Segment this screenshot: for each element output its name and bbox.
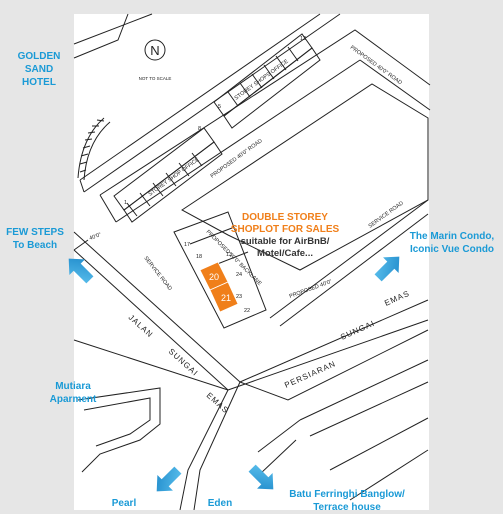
arrow-upleft-icon: [68, 258, 94, 284]
lot-23: 23: [236, 294, 242, 300]
lot-17: 17: [184, 242, 190, 248]
plot-21-label: 21: [221, 293, 231, 303]
marin-condo-label: The Marin Condo, Iconic Vue Condo: [409, 231, 495, 255]
road-jalan: JALAN: [127, 313, 155, 340]
road-emas2: EMAS: [383, 289, 411, 308]
lot-5: 5: [218, 104, 221, 110]
not-to-scale-note: NOT TO SCALE: [139, 76, 172, 81]
shop-office-block-upper: [213, 33, 321, 129]
plan-annotations: STOREY SHOPS OFFICE STOREY SHOP OFFICE P…: [89, 36, 405, 314]
service-road-left: SERVICE ROAD: [142, 256, 172, 292]
plot-20-label: 20: [209, 272, 219, 282]
batu-ferringhi-label: Batu Ferringhi Banglow/ Terrace house: [289, 489, 405, 513]
road-sungai: SUNGAI: [167, 347, 200, 378]
promo-box: DOUBLE STOREY SHOPLOT FOR SALES suitable…: [230, 212, 340, 260]
lot-13: 13: [226, 252, 232, 258]
proposed-road-low: PROPOSED 40'0": [289, 279, 333, 300]
arrow-upright-icon: [374, 256, 400, 282]
road-sungai2: SUNGAI: [339, 319, 376, 342]
pearl-label: Pearl: [111, 498, 137, 509]
mutiara-label: Mutiara Aparment: [49, 381, 97, 405]
few-steps-beach-label: FEW STEPS To Beach: [6, 227, 64, 251]
eden-label: Eden: [207, 498, 233, 509]
promo-title: DOUBLE STOREY SHOPLOT FOR SALES: [230, 212, 340, 235]
lot-22: 22: [244, 308, 250, 314]
arrow-downleft-icon: [156, 466, 182, 492]
shop-office-block-left: [113, 127, 223, 223]
road-names: JALAN SUNGAI EMAS PERSIARAN SUNGAI EMAS: [127, 289, 412, 416]
golden-sand-hotel-label: GOLDEN SAND HOTEL: [17, 51, 61, 88]
dim-left: 40'0": [89, 232, 103, 242]
lot-18: 18: [196, 254, 202, 260]
hatched-curve: [77, 117, 111, 181]
lot-8: 8: [198, 126, 201, 132]
left-shop-label: STOREY SHOP OFFICE: [148, 157, 201, 198]
proposed-road-top: PROPOSED 40'0" ROAD: [349, 45, 403, 86]
lot-12: 12: [300, 36, 306, 42]
lot-1: 1: [124, 200, 127, 206]
arrow-downright-icon: [248, 464, 274, 490]
lot-24: 24: [236, 272, 242, 278]
promo-subtitle: suitable for AirBnB/ Motel/Cafe...: [240, 236, 330, 259]
service-road-right: SERVICE ROAD: [368, 200, 405, 229]
road-boundary-lines: [73, 13, 431, 510]
plot-21[interactable]: [209, 281, 239, 313]
north-arrow-icon: N NOT TO SCALE: [139, 39, 172, 81]
north-letter: N: [150, 43, 159, 58]
road-persiaran: PERSIARAN: [283, 359, 337, 390]
highlighted-plots: 20 21: [199, 261, 239, 313]
